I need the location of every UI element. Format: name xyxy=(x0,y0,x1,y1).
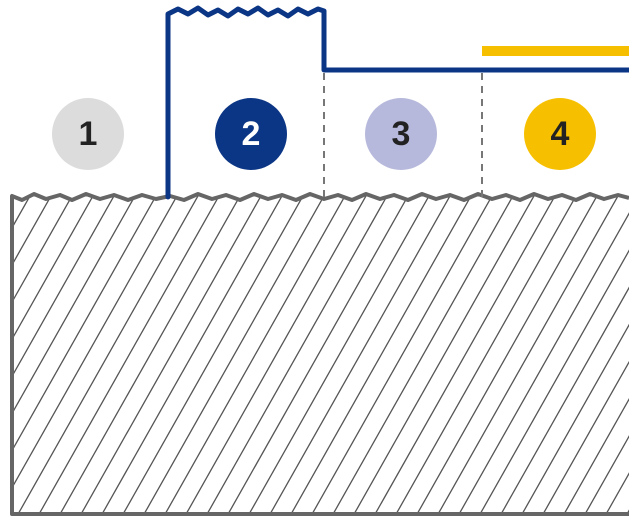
hatch-line xyxy=(100,194,292,516)
hatch-line xyxy=(247,194,439,516)
hatch-line xyxy=(457,194,629,516)
hatch-line xyxy=(12,194,145,516)
hatch-line xyxy=(499,194,629,516)
ground-hatching xyxy=(12,194,629,516)
zone-circle xyxy=(215,98,287,170)
zone-marker-4: 4 xyxy=(524,98,596,170)
hatch-line xyxy=(12,194,124,516)
zone-marker-1: 1 xyxy=(52,98,124,170)
zone-marker-3: 3 xyxy=(365,98,437,170)
hatch-line xyxy=(12,194,40,516)
zone-number: 4 xyxy=(551,115,570,153)
hatch-line xyxy=(373,194,565,516)
navy-wall xyxy=(165,5,629,200)
hatch-line xyxy=(58,194,250,516)
hatch-line xyxy=(16,194,208,516)
zone-number: 2 xyxy=(242,115,261,153)
hatch-line xyxy=(268,194,460,516)
zone-marker-2: 2 xyxy=(215,98,287,170)
hatch-line xyxy=(541,194,629,516)
hatch-line xyxy=(12,194,19,516)
hatch-line xyxy=(163,194,355,516)
zone-number: 3 xyxy=(392,115,411,153)
hatch-line xyxy=(79,194,271,516)
hatch-line xyxy=(142,194,334,516)
hatch-line xyxy=(520,194,629,516)
hatch-line xyxy=(12,194,187,516)
hatch-line xyxy=(184,194,376,516)
hatch-line xyxy=(478,194,629,516)
hatch-line xyxy=(12,194,61,516)
hatch-line xyxy=(12,194,166,516)
hatch-line xyxy=(331,194,523,516)
hatch-line xyxy=(12,194,82,516)
hatch-line xyxy=(352,194,544,516)
hatch-line xyxy=(394,194,586,516)
zone-circle xyxy=(365,98,437,170)
yellow-strip xyxy=(482,46,629,56)
hatch-line xyxy=(310,194,502,516)
hatch-line xyxy=(226,194,418,516)
hatch-line xyxy=(289,194,481,516)
hatch-line xyxy=(12,194,103,516)
hatch-line xyxy=(583,194,629,516)
hatch-line xyxy=(604,194,629,516)
hatch-line xyxy=(436,194,628,516)
hatch-line xyxy=(415,194,607,516)
hatch-line xyxy=(121,194,313,516)
zone-number: 1 xyxy=(79,115,98,153)
hatch-line xyxy=(562,194,629,516)
zone-circle xyxy=(52,98,124,170)
hatch-line xyxy=(205,194,397,516)
zone-circle xyxy=(524,98,596,170)
hatch-line xyxy=(37,194,229,516)
ground-outline xyxy=(10,192,629,516)
